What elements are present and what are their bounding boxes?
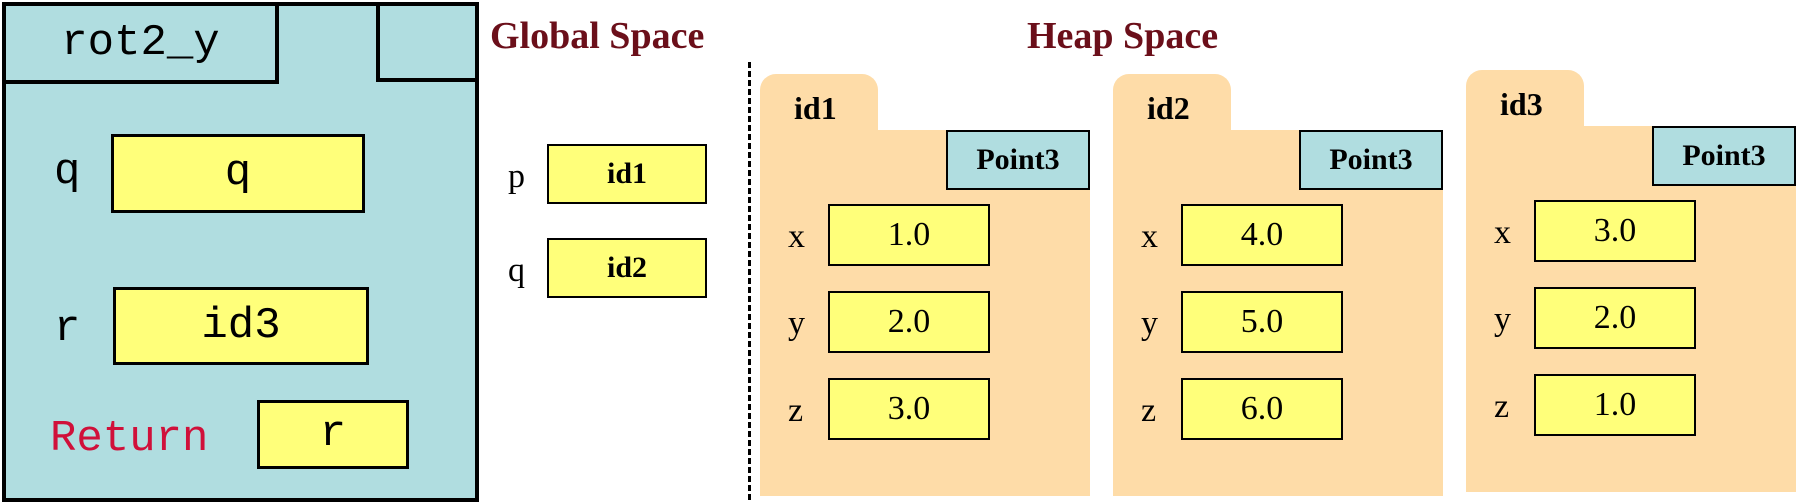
field-label-z: z bbox=[1494, 388, 1510, 425]
return-label: Return bbox=[50, 414, 209, 464]
frame-var-label-q: q bbox=[54, 147, 81, 197]
object-id: id2 bbox=[1147, 90, 1190, 126]
field-label-y: y bbox=[788, 305, 805, 342]
global-space-title: Global Space bbox=[490, 15, 705, 57]
field-value-y: 2.0 bbox=[1534, 287, 1696, 349]
object-id: id3 bbox=[1500, 86, 1543, 122]
frame-var-label-r: r bbox=[54, 304, 81, 354]
frame-name: rot2_y bbox=[2, 2, 279, 84]
field-label-y: y bbox=[1494, 301, 1511, 338]
field-value-x: 4.0 bbox=[1181, 204, 1343, 266]
field-label-x: x bbox=[1494, 214, 1511, 251]
object-class-name: Point3 bbox=[1299, 130, 1443, 190]
frame-var-value-q: q bbox=[111, 134, 365, 213]
field-value-z: 3.0 bbox=[828, 378, 990, 440]
heap-object-id1: id1 Point3 x 1.0 y 2.0 z 3.0 bbox=[760, 74, 1090, 496]
frame-var-value-r: id3 bbox=[113, 287, 369, 365]
heap-space-title: Heap Space bbox=[1027, 15, 1219, 57]
field-value-y: 5.0 bbox=[1181, 291, 1343, 353]
field-label-x: x bbox=[788, 218, 805, 255]
field-value-x: 3.0 bbox=[1534, 200, 1696, 262]
heap-object-id2: id2 Point3 x 4.0 y 5.0 z 6.0 bbox=[1113, 74, 1443, 496]
object-id: id1 bbox=[794, 90, 837, 126]
field-label-z: z bbox=[1141, 392, 1157, 429]
heap-object-id3: id3 Point3 x 3.0 y 2.0 z 1.0 bbox=[1466, 70, 1796, 492]
space-divider bbox=[748, 62, 751, 500]
frame-counter-box bbox=[376, 2, 479, 82]
global-var-label-q: q bbox=[508, 252, 525, 289]
field-label-x: x bbox=[1141, 218, 1158, 255]
global-var-label-p: p bbox=[508, 158, 525, 195]
return-value: r bbox=[257, 400, 409, 469]
global-var-value-p: id1 bbox=[547, 144, 707, 204]
call-frame: rot2_y q q r id3 Return r bbox=[0, 0, 479, 502]
field-value-z: 1.0 bbox=[1534, 374, 1696, 436]
field-label-y: y bbox=[1141, 305, 1158, 342]
field-value-x: 1.0 bbox=[828, 204, 990, 266]
object-class-name: Point3 bbox=[1652, 126, 1796, 186]
object-class-name: Point3 bbox=[946, 130, 1090, 190]
global-var-value-q: id2 bbox=[547, 238, 707, 298]
field-value-z: 6.0 bbox=[1181, 378, 1343, 440]
field-label-z: z bbox=[788, 392, 804, 429]
field-value-y: 2.0 bbox=[828, 291, 990, 353]
